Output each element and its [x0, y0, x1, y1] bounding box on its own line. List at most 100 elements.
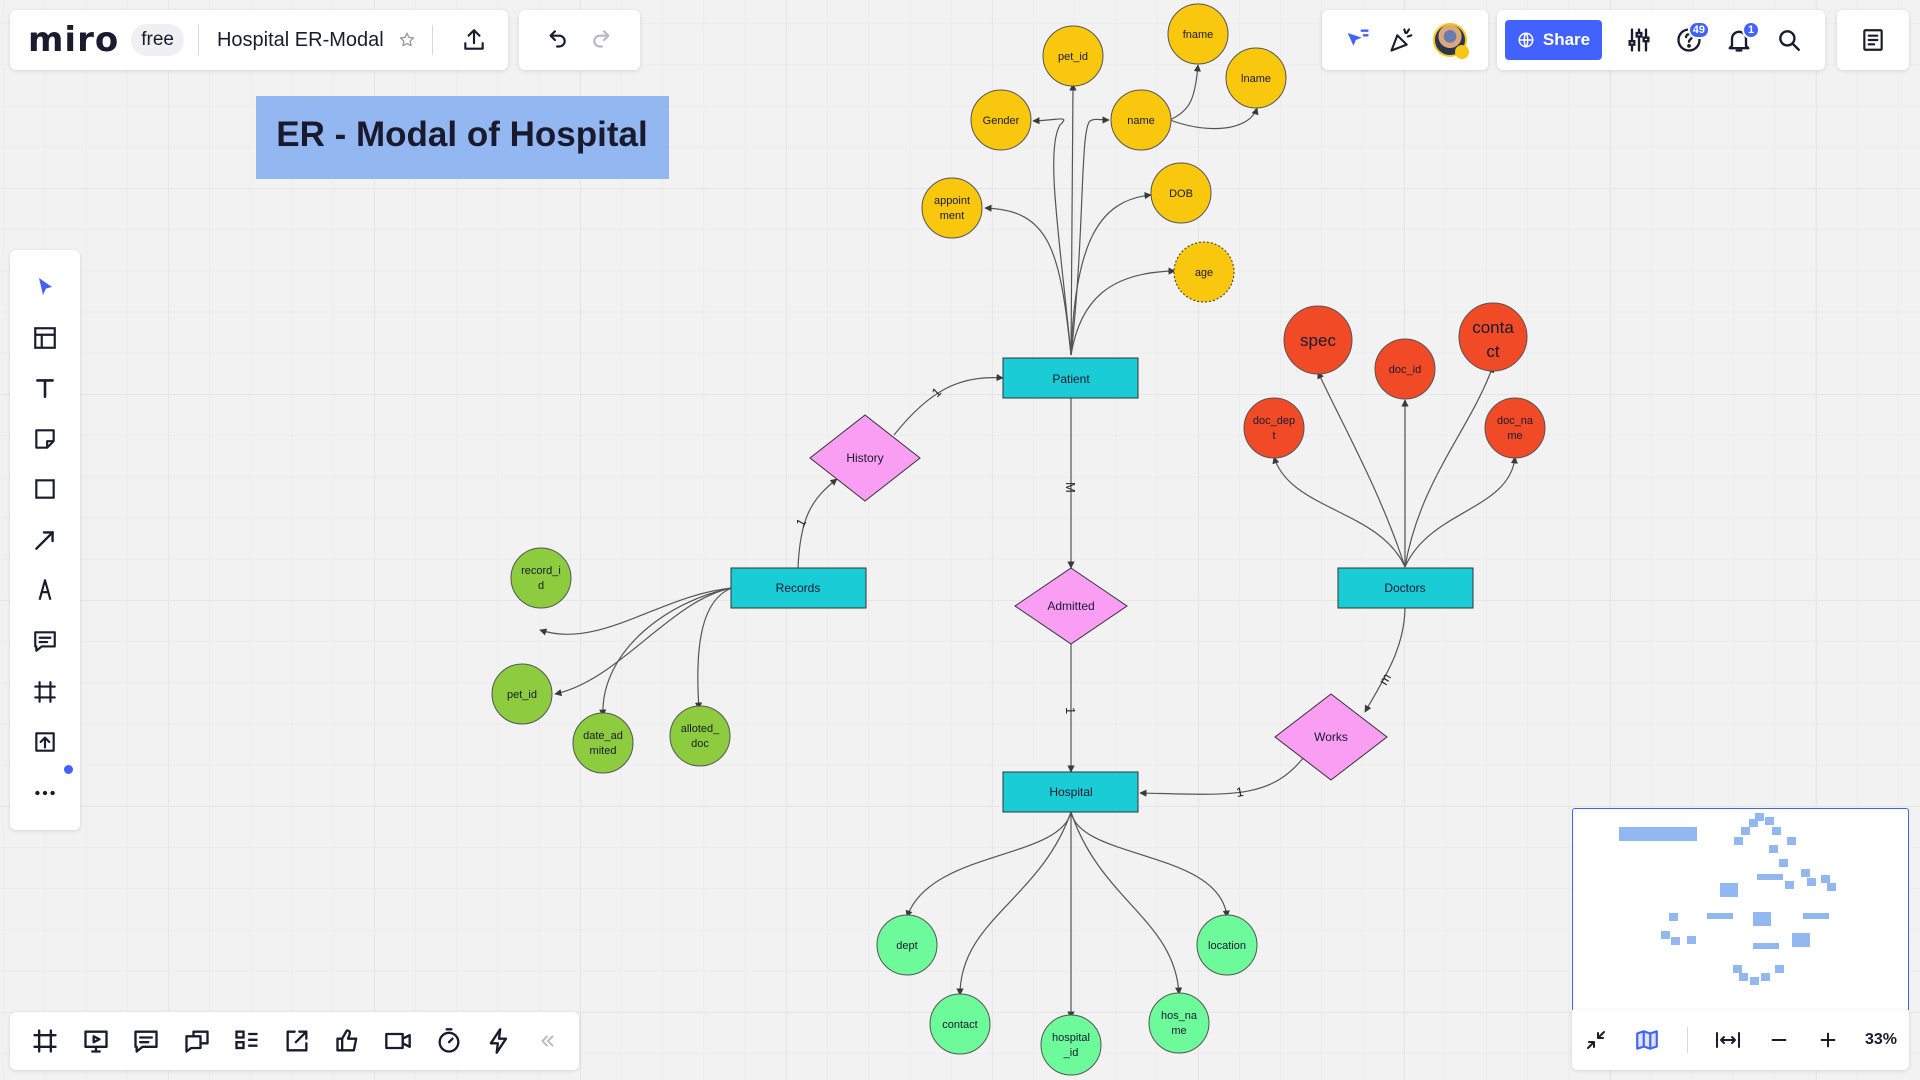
entity-hospital[interactable]: Hospital	[1002, 771, 1139, 813]
cards-icon[interactable]	[183, 1027, 211, 1055]
connector-records-alloted_doc	[694, 587, 733, 710]
relationship-history[interactable]: History	[809, 414, 921, 502]
cardinality-patient-admitted: M	[1063, 482, 1078, 493]
comment-icon[interactable]	[23, 621, 67, 661]
attr-fname: fname	[1167, 3, 1229, 65]
svg-text:me: me	[1507, 430, 1522, 442]
pen-icon[interactable]	[23, 570, 67, 610]
frames-icon[interactable]	[31, 1027, 59, 1055]
diagram-title: ER - Modal of Hospital	[276, 115, 647, 154]
connector-doctors-contact	[1404, 365, 1495, 568]
entity-records[interactable]: Records	[730, 567, 867, 609]
attr-hos_name: hos_name	[1148, 992, 1210, 1054]
lightning-badge-icon	[1455, 45, 1470, 59]
connector-records-pet_id	[554, 587, 733, 697]
more-icon[interactable]	[23, 764, 73, 813]
zoom-in-icon[interactable]	[1817, 1029, 1839, 1051]
minimap[interactable]	[1572, 808, 1909, 1010]
attention-cursor-icon[interactable]	[1343, 26, 1371, 54]
kanban-icon[interactable]	[233, 1027, 261, 1055]
upload-icon[interactable]	[23, 722, 67, 762]
fit-to-screen-icon[interactable]	[1714, 1028, 1742, 1052]
attr-hospital_id: hospital_id	[1040, 1014, 1102, 1076]
comments-icon[interactable]	[132, 1027, 160, 1055]
collapse-chevrons-icon[interactable]	[536, 1030, 558, 1052]
connector-name-fname	[1169, 64, 1202, 121]
entity-hospital-label: Hospital	[1049, 785, 1092, 799]
attr-doc_dept: doc_dept	[1243, 397, 1305, 459]
arrow-line-icon[interactable]	[23, 520, 67, 560]
connector-patient-gender	[1032, 117, 1072, 356]
relationship-works[interactable]: Works	[1274, 693, 1388, 781]
apps-lightning-icon[interactable]	[485, 1027, 513, 1055]
board-notes-icon[interactable]	[1860, 27, 1886, 53]
svg-text:pet_id: pet_id	[1058, 51, 1088, 63]
doctor-attributes[interactable]: spec doc_id contact doc_dept doc_name	[1243, 302, 1546, 459]
shape-icon[interactable]	[23, 469, 67, 509]
presentation-icon[interactable]	[82, 1027, 110, 1055]
collaboration-panel	[1322, 10, 1488, 70]
star-icon[interactable]	[398, 31, 416, 49]
entity-patient[interactable]: Patient	[1002, 357, 1139, 399]
timer-icon[interactable]	[435, 1027, 463, 1055]
svg-text:spec: spec	[1300, 331, 1336, 350]
connector-records-record_id	[539, 587, 733, 636]
relationship-admitted-label: Admitted	[1047, 599, 1094, 613]
connector-records-history	[797, 478, 838, 569]
text-icon[interactable]	[23, 368, 67, 408]
search-icon[interactable]	[1764, 15, 1814, 65]
board-title[interactable]: Hospital ER-Modal	[216, 28, 384, 51]
svg-text:Gender: Gender	[983, 115, 1020, 127]
user-avatar[interactable]	[1433, 23, 1470, 59]
svg-text:fname: fname	[1183, 29, 1214, 41]
entity-doctors[interactable]: Doctors	[1337, 567, 1474, 609]
select-cursor-icon[interactable]	[23, 267, 67, 307]
share-label: Share	[1542, 30, 1591, 49]
bottom-toolbar	[10, 1012, 579, 1070]
attr-record_id: record_id	[510, 547, 572, 609]
video-call-icon[interactable]	[384, 1027, 412, 1055]
svg-text:hos_na: hos_na	[1161, 1010, 1198, 1022]
share-button[interactable]: Share	[1505, 20, 1602, 60]
zoom-level[interactable]: 33%	[1864, 1031, 1897, 1048]
entity-patient-label: Patient	[1052, 372, 1090, 386]
connector-doctors-works	[1364, 606, 1406, 713]
svg-text:doc_dep: doc_dep	[1253, 415, 1295, 427]
svg-text:doc: doc	[691, 738, 709, 750]
reactions-icon[interactable]	[334, 1027, 362, 1055]
divider	[197, 25, 199, 55]
frame-icon[interactable]	[23, 672, 67, 712]
upload-export-icon[interactable]	[461, 27, 487, 53]
diagram-title-block[interactable]: ER - Modal of Hospital	[256, 96, 669, 179]
help-icon[interactable]: 49	[1664, 15, 1714, 65]
undo-icon[interactable]	[543, 27, 569, 53]
redo-icon[interactable]	[590, 27, 616, 53]
share-screen-icon[interactable]	[283, 1027, 311, 1055]
templates-icon[interactable]	[23, 318, 67, 358]
patient-attributes[interactable]: pet_id fname lname Gender name appointme…	[921, 3, 1287, 303]
attr-contact: contact	[1458, 302, 1528, 372]
miro-logo[interactable]: miro	[28, 20, 120, 60]
divider	[431, 25, 433, 55]
relationship-works-label: Works	[1314, 730, 1348, 744]
board-panel: miro free Hospital ER-Modal	[10, 10, 508, 70]
notifications-bell-icon[interactable]: 1	[1714, 15, 1764, 65]
zoom-out-icon[interactable]	[1768, 1029, 1790, 1051]
attr-doc_id: doc_id	[1374, 338, 1436, 400]
relationship-admitted[interactable]: Admitted	[1014, 567, 1128, 645]
settings-sliders-icon[interactable]	[1614, 15, 1664, 65]
plan-badge[interactable]: free	[131, 24, 184, 56]
map-icon[interactable]	[1634, 1027, 1660, 1053]
attr-gender: Gender	[970, 89, 1032, 151]
svg-text:dept: dept	[896, 940, 917, 952]
sticky-note-icon[interactable]	[23, 419, 67, 459]
svg-text:doc_na: doc_na	[1497, 415, 1534, 427]
attr-age: age	[1173, 241, 1235, 303]
collapse-minimap-icon[interactable]	[1584, 1028, 1608, 1052]
celebrate-icon[interactable]	[1388, 26, 1416, 54]
relationship-history-label: History	[846, 451, 883, 465]
hospital-attributes[interactable]: dept location contact hospital_id hos_na…	[876, 914, 1258, 1076]
